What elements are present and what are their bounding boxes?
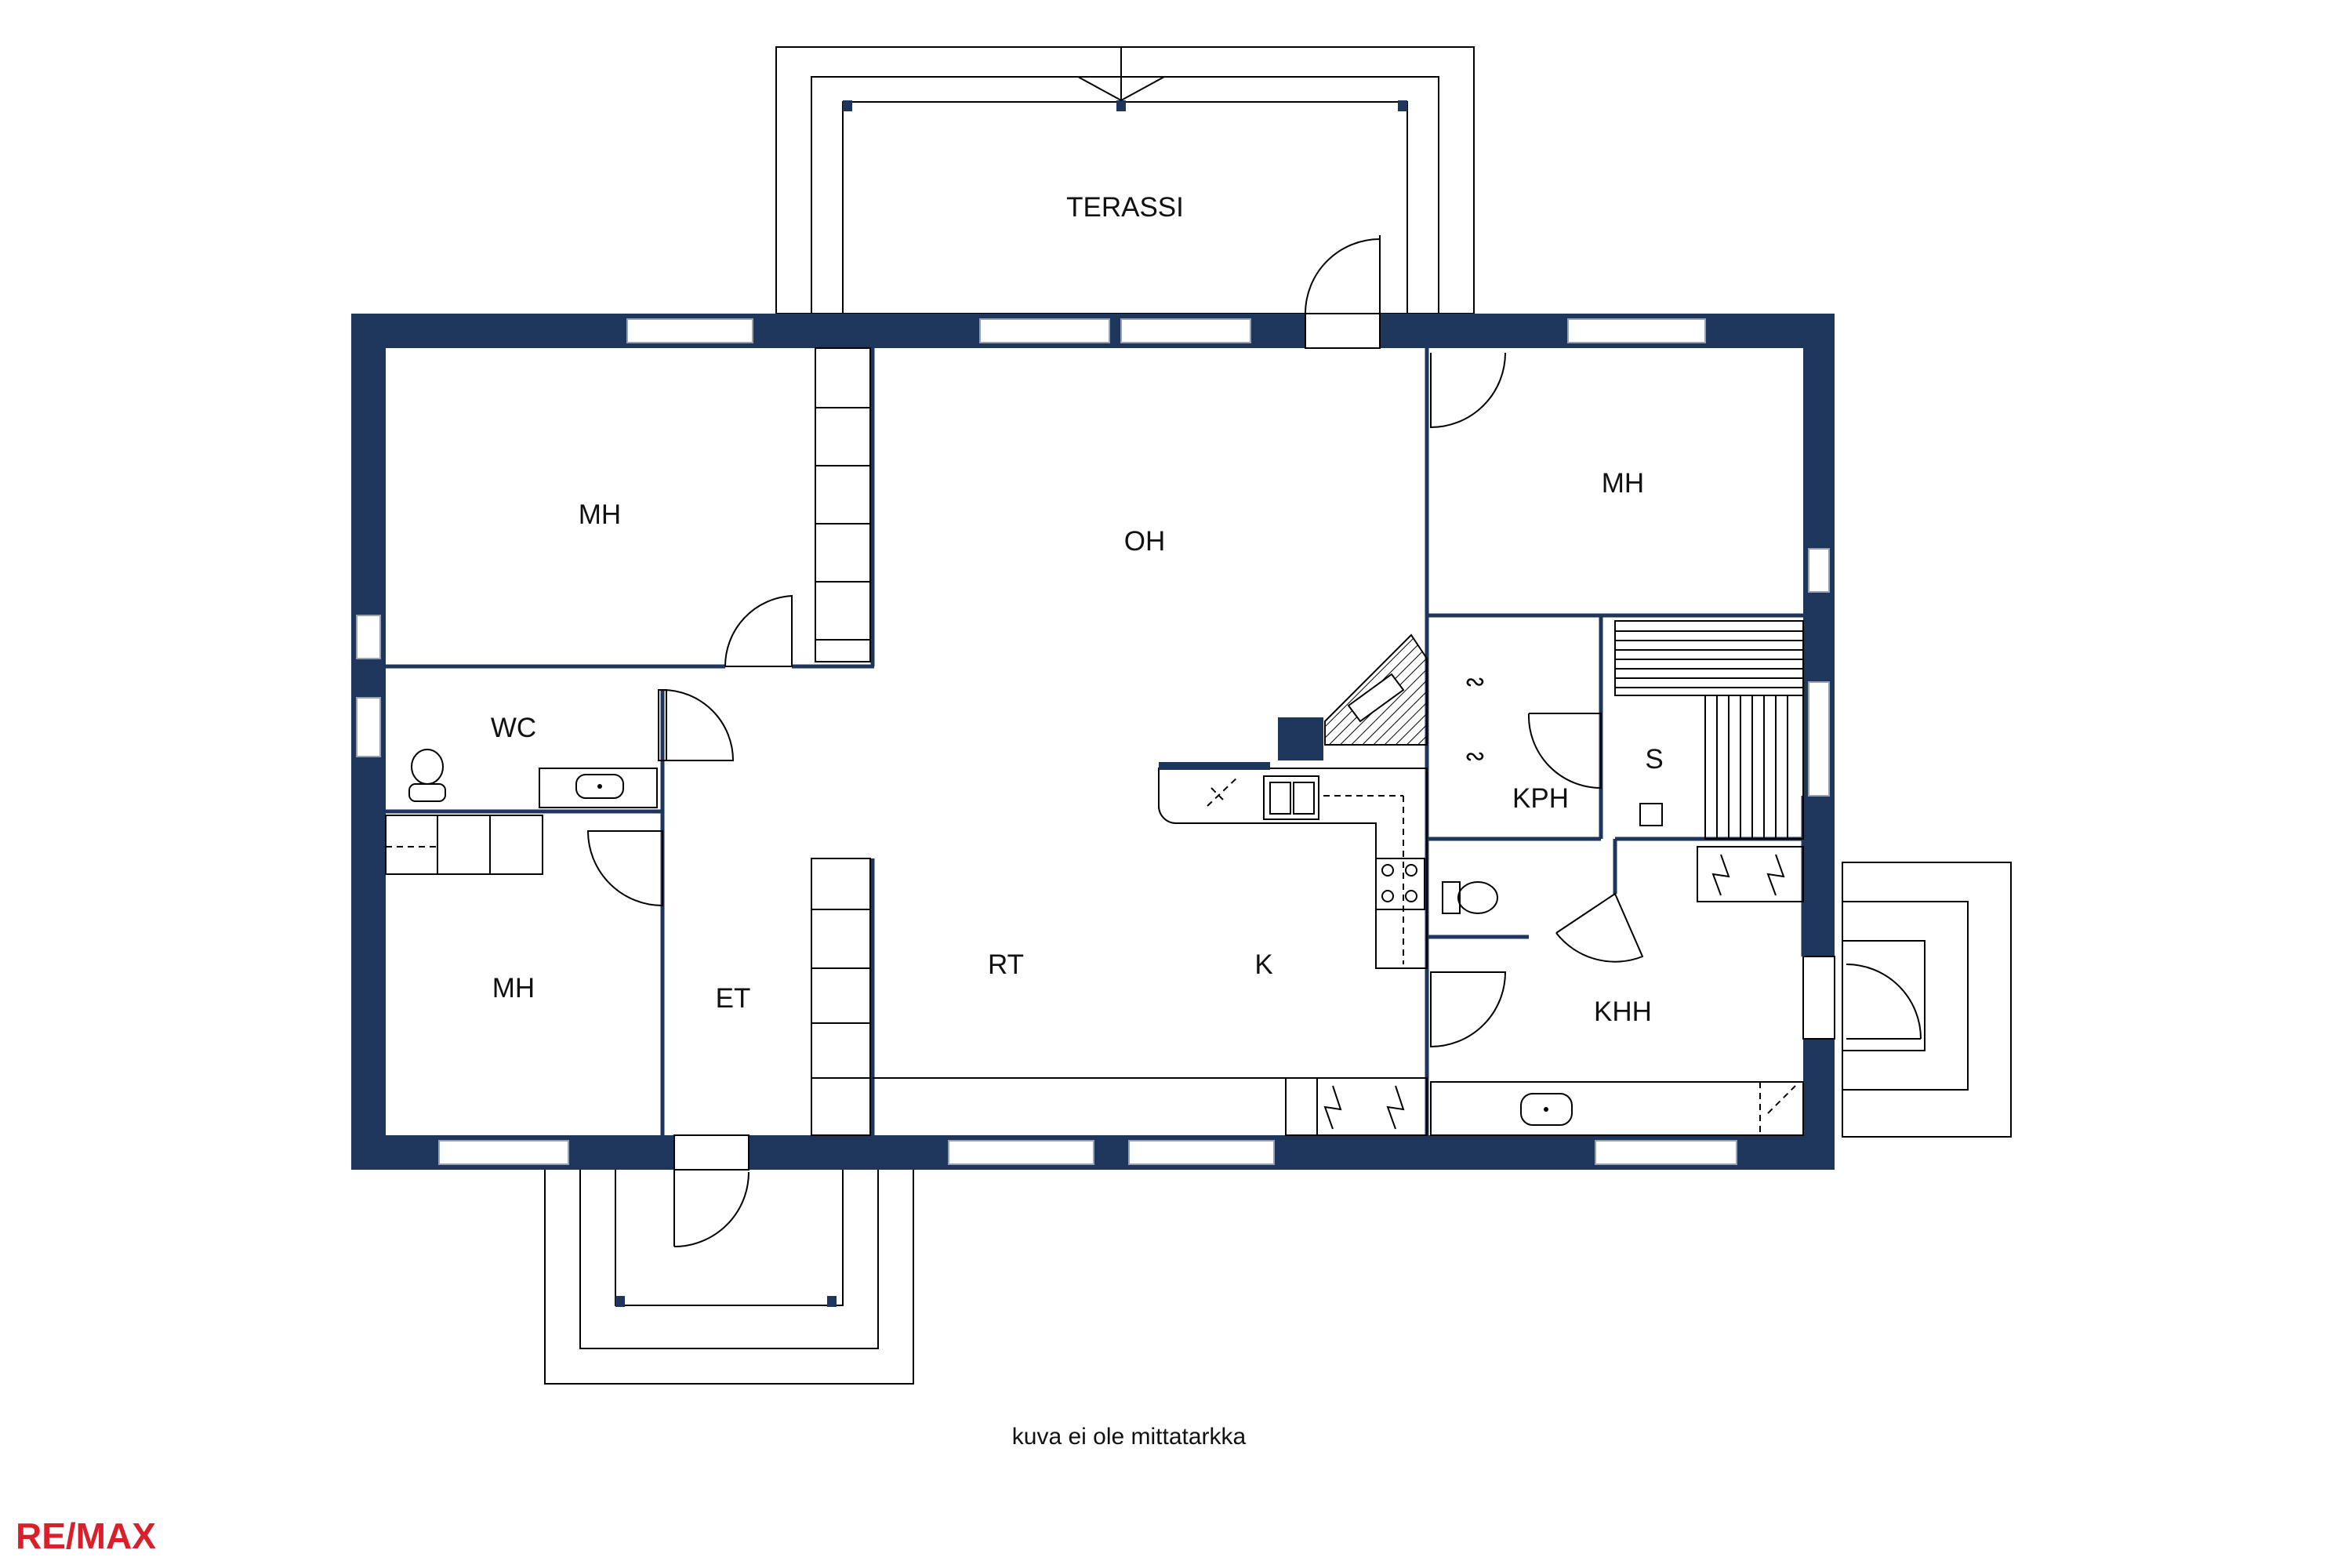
scale-disclaimer: kuva ei ole mittatarkka — [1012, 1424, 1247, 1450]
label-kph: KPH — [1512, 783, 1569, 814]
svg-text:∾: ∾ — [1465, 666, 1486, 696]
label-mh-bottom-left: MH — [492, 973, 535, 1004]
doors — [586, 352, 1644, 1048]
label-rt: RT — [988, 949, 1024, 980]
label-mh-top-left: MH — [579, 499, 621, 530]
wc-fixtures — [408, 749, 658, 808]
interior-walls — [386, 348, 1806, 1135]
wardrobes — [385, 347, 871, 1136]
label-k: K — [1254, 949, 1272, 980]
side-steps — [1842, 862, 2012, 1138]
label-et: ET — [716, 983, 751, 1014]
label-khh: KHH — [1594, 996, 1652, 1027]
terrace — [775, 46, 1475, 315]
windows — [356, 313, 1835, 1171]
svg-text:∾: ∾ — [1465, 741, 1486, 771]
label-oh: OH — [1124, 526, 1166, 557]
label-mh-top-right: MH — [1602, 468, 1644, 499]
entry-porch — [544, 1167, 914, 1385]
kitchen — [1158, 717, 1428, 1136]
label-terassi: TERASSI — [1066, 192, 1184, 223]
room-labels: TERASSI MH OH MH WC KPH S MH ET RT K KHH — [491, 192, 1664, 1027]
remax-logo: RE/MAX — [16, 1515, 156, 1556]
exterior-walls — [351, 314, 1835, 1170]
bath-fixtures: ∾ ∾ — [1430, 620, 1804, 1136]
label-s: S — [1645, 744, 1663, 775]
label-wc: WC — [491, 713, 536, 743]
fireplace — [1324, 633, 1428, 746]
